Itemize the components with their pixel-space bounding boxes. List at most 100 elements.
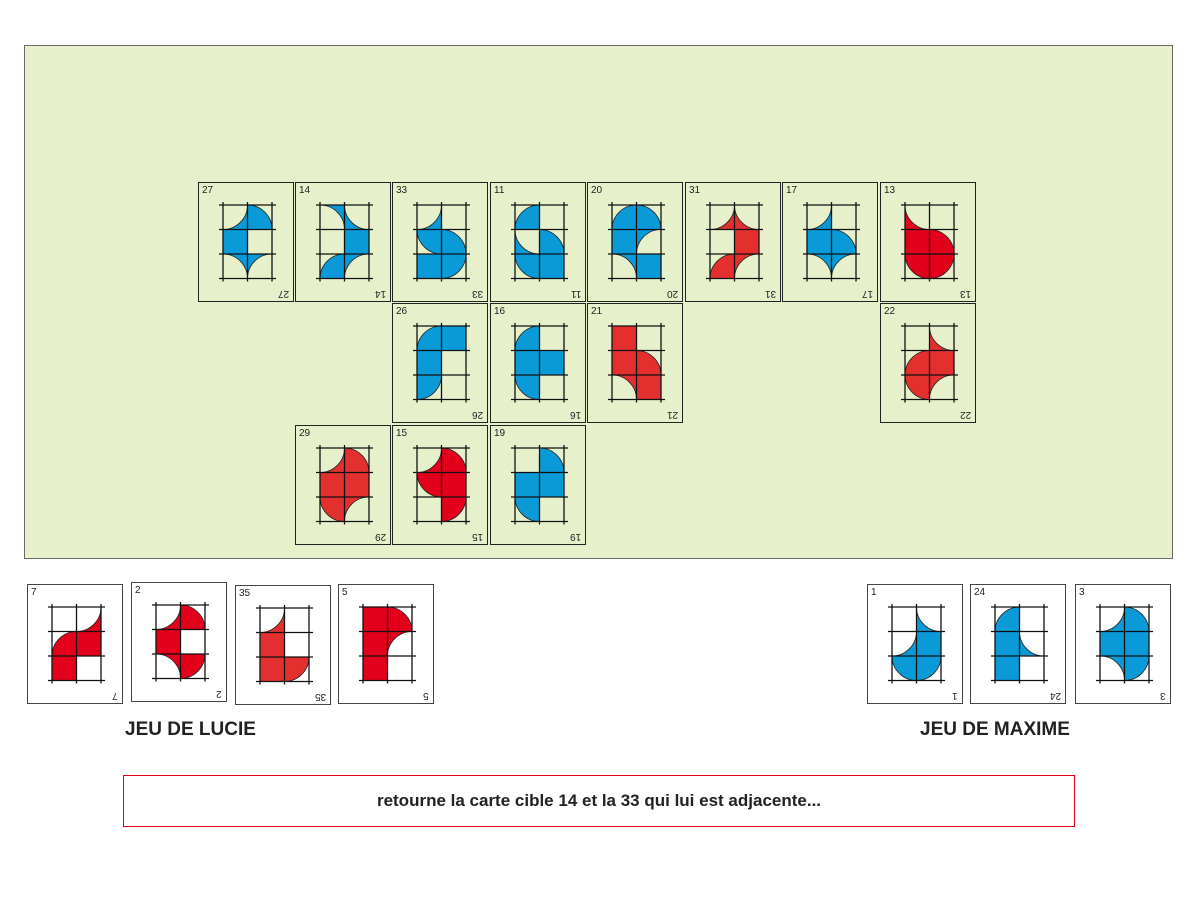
- card-cell-shape: [806, 204, 832, 230]
- card-cell-shape: [929, 325, 955, 351]
- card-pattern: [608, 202, 665, 282]
- card-cell-shape: [416, 447, 442, 473]
- card-pattern: [48, 604, 105, 684]
- card-number-inverted: 29: [374, 531, 386, 542]
- card-cell-shape: [734, 229, 760, 255]
- card-cell-shape: [387, 631, 413, 657]
- card-number-inverted: 33: [471, 288, 483, 299]
- card-pattern: [991, 604, 1048, 684]
- card-cell-shape: [539, 253, 565, 279]
- card-number: 1: [871, 587, 877, 598]
- card-cell-shape: [904, 253, 930, 279]
- card-cell-shape: [539, 229, 565, 255]
- card-pattern: [219, 202, 276, 282]
- card-cell-shape: [344, 253, 370, 279]
- card-number: 16: [494, 306, 506, 317]
- card-29[interactable]: 29 29: [295, 425, 391, 545]
- card-cell-shape: [636, 253, 662, 279]
- card-number-inverted: 17: [861, 288, 873, 299]
- card-number-inverted: 24: [1049, 690, 1061, 701]
- card-cell-shape: [611, 253, 637, 279]
- card-cell-shape: [636, 374, 662, 400]
- card-cell-shape: [734, 253, 760, 279]
- card-number-inverted: 15: [471, 531, 483, 542]
- card-cell-shape: [259, 656, 285, 682]
- card-number: 31: [689, 185, 701, 196]
- card-cell-shape: [1099, 655, 1125, 681]
- card-pattern: [413, 323, 470, 403]
- card-cell-shape: [362, 631, 388, 657]
- card-cell-shape: [222, 253, 248, 279]
- card-27[interactable]: 27 27: [198, 182, 294, 302]
- card-cell-shape: [904, 229, 930, 255]
- card-number: 7: [31, 587, 37, 598]
- card-number-inverted: 26: [471, 409, 483, 420]
- card-number: 20: [591, 185, 603, 196]
- card-cell-shape: [155, 629, 181, 655]
- instruction-message: retourne la carte cible 14 et la 33 qui …: [123, 775, 1075, 827]
- card-cell-shape: [247, 253, 273, 279]
- card-number: 14: [299, 185, 311, 196]
- card-number: 11: [494, 185, 505, 196]
- card-cell-shape: [734, 204, 760, 230]
- card-cell-shape: [904, 374, 930, 400]
- card-number: 17: [786, 185, 798, 196]
- card-cell-shape: [916, 606, 942, 632]
- card-cell-shape: [416, 229, 442, 255]
- card-pattern: [706, 202, 763, 282]
- card-pattern: [359, 604, 416, 684]
- card-cell-shape: [441, 472, 467, 498]
- card-number: 3: [1079, 587, 1085, 598]
- card-number-inverted: 27: [277, 288, 289, 299]
- card-number: 29: [299, 428, 311, 439]
- card-number-inverted: 2: [216, 688, 222, 699]
- card-cell-shape: [891, 655, 917, 681]
- card-pattern: [888, 604, 945, 684]
- card-number: 33: [396, 185, 408, 196]
- card-cell-shape: [222, 204, 248, 230]
- card-pattern: [511, 323, 568, 403]
- card-pattern: [803, 202, 860, 282]
- card-number: 35: [239, 588, 251, 599]
- card-cell-shape: [344, 204, 370, 230]
- card-cell-shape: [806, 229, 832, 255]
- card-cell-shape: [155, 653, 181, 679]
- card-number: 13: [884, 185, 896, 196]
- card-cell-shape: [539, 472, 565, 498]
- card-cell-shape: [611, 204, 637, 230]
- card-number: 27: [202, 185, 214, 196]
- card-33[interactable]: 33 33: [392, 182, 488, 302]
- card-cell-shape: [51, 631, 77, 657]
- card-cell-shape: [514, 350, 540, 376]
- card-number: 26: [396, 306, 408, 317]
- card-cell-shape: [284, 656, 310, 682]
- card-cell-shape: [1124, 631, 1150, 657]
- card-cell-shape: [259, 632, 285, 658]
- card-26[interactable]: 26 26: [392, 303, 488, 423]
- card-cell-shape: [891, 631, 917, 657]
- card-cell-shape: [1124, 655, 1150, 681]
- card-cell-shape: [916, 631, 942, 657]
- card-cell-shape: [514, 472, 540, 498]
- card-pattern: [901, 323, 958, 403]
- card-cell-shape: [611, 229, 637, 255]
- card-cell-shape: [636, 350, 662, 376]
